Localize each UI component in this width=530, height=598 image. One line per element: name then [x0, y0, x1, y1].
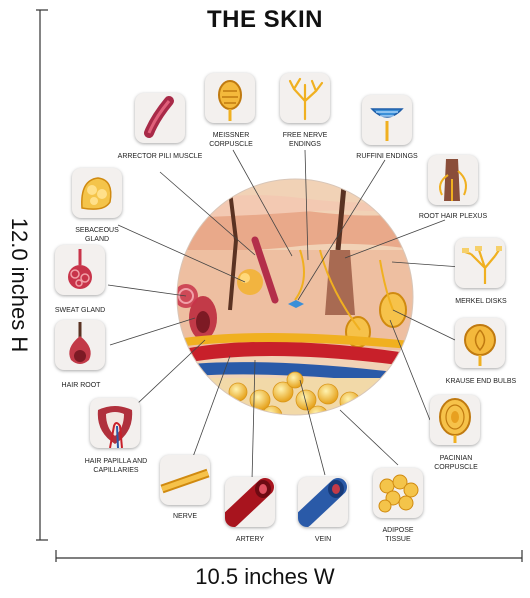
label-nerve: NERVE	[173, 513, 197, 520]
label-adipose-tissue: ADIPOSE TISSUE	[382, 527, 414, 543]
pacinian-corpuscle-icon	[430, 395, 480, 445]
sweat-gland-icon	[55, 245, 105, 295]
label-vein: VEIN	[314, 536, 332, 543]
page-title: THE SKIN	[206, 6, 323, 33]
meissner-corpuscle-icon	[205, 73, 255, 123]
label-hair-root: HAIR ROOT	[61, 382, 101, 389]
hair-root-icon	[55, 320, 105, 370]
label-krause-end-bulbs: KRAUSE END BULBS	[445, 378, 517, 385]
free-nerve-endings-icon	[280, 73, 330, 123]
label-free-nerve-endings: FREE NERVE ENDINGS	[282, 132, 328, 148]
height-dimension-line	[36, 9, 48, 541]
width-dimension-label: 10.5 inches W	[195, 564, 335, 589]
vein-icon	[298, 477, 348, 527]
sebaceous-gland-icon	[72, 168, 122, 218]
label-sweat-gland: SWEAT GLAND	[54, 307, 106, 314]
label-ruffini-endings: RUFFINI ENDINGS	[356, 153, 418, 160]
root-hair-plexus-icon	[428, 155, 478, 205]
label-merkel-disks: MERKEL DISKS	[455, 298, 507, 305]
skin-cross-section	[177, 179, 413, 415]
hair-papilla-and-capillaries-icon	[90, 398, 140, 448]
label-root-hair-plexus: ROOT HAIR PLEXUS	[418, 213, 488, 220]
arrector-pili-muscle-icon	[135, 93, 185, 143]
krause-end-bulbs-icon	[455, 318, 505, 368]
label-pacinian-corpuscle: PACINIAN CORPUSCLE	[434, 455, 478, 471]
width-dimension-line	[55, 550, 523, 562]
label-sebaceous-gland: SEBACEOUS GLAND	[75, 227, 119, 243]
adipose-tissue-icon	[373, 468, 423, 518]
leader-lines	[107, 149, 476, 481]
label-meissner-corpuscle: MEISSNER CORPUSCLE	[209, 132, 253, 148]
label-hair-papilla-and-capillaries: HAIR PAPILLA AND CAPILLARIES	[84, 458, 148, 474]
ruffini-endings-icon	[362, 95, 412, 145]
artery-icon	[225, 477, 275, 527]
label-artery: ARTERY	[235, 536, 265, 543]
label-arrector-pili-muscle: ARRECTOR PILI MUSCLE	[117, 153, 203, 160]
merkel-disks-icon	[455, 238, 505, 288]
nerve-icon	[160, 455, 210, 505]
